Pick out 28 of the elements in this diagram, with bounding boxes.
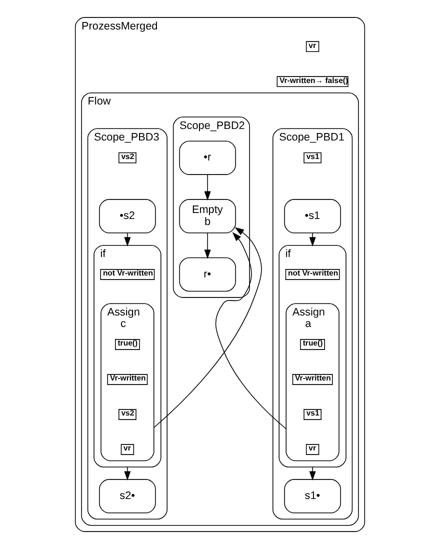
arrow — [309, 232, 316, 247]
node-box: true() — [115, 339, 140, 350]
node-box: not Vr-written — [285, 269, 340, 280]
node-box: true() — [300, 339, 325, 350]
node-box: Vr-written — [107, 374, 148, 385]
node-box: vs2 — [118, 152, 136, 164]
node-box: vr — [306, 444, 320, 455]
node-box: •s2 — [99, 199, 156, 234]
arrow — [309, 466, 316, 481]
arrow — [215, 232, 286, 430]
node-box: r• — [179, 257, 236, 292]
arrow — [204, 174, 211, 201]
node-box: •r — [179, 140, 236, 175]
node-box: vs1 — [304, 409, 322, 420]
node-box: •s1 — [284, 199, 341, 234]
node-box: s2• — [99, 479, 156, 514]
node-box: vr — [306, 41, 320, 52]
node-box: vs2 — [118, 409, 136, 420]
node-box: Empty b — [179, 199, 236, 234]
arrow — [124, 232, 131, 247]
arrow — [204, 232, 211, 259]
arrow — [124, 466, 131, 481]
node-box: not Vr-written — [100, 269, 155, 280]
node-box: vs1 — [304, 152, 322, 164]
node-box: s1• — [284, 479, 341, 514]
node-box: vr — [120, 444, 134, 455]
arrow — [154, 227, 262, 428]
node-box: Vr-written — [292, 374, 333, 385]
